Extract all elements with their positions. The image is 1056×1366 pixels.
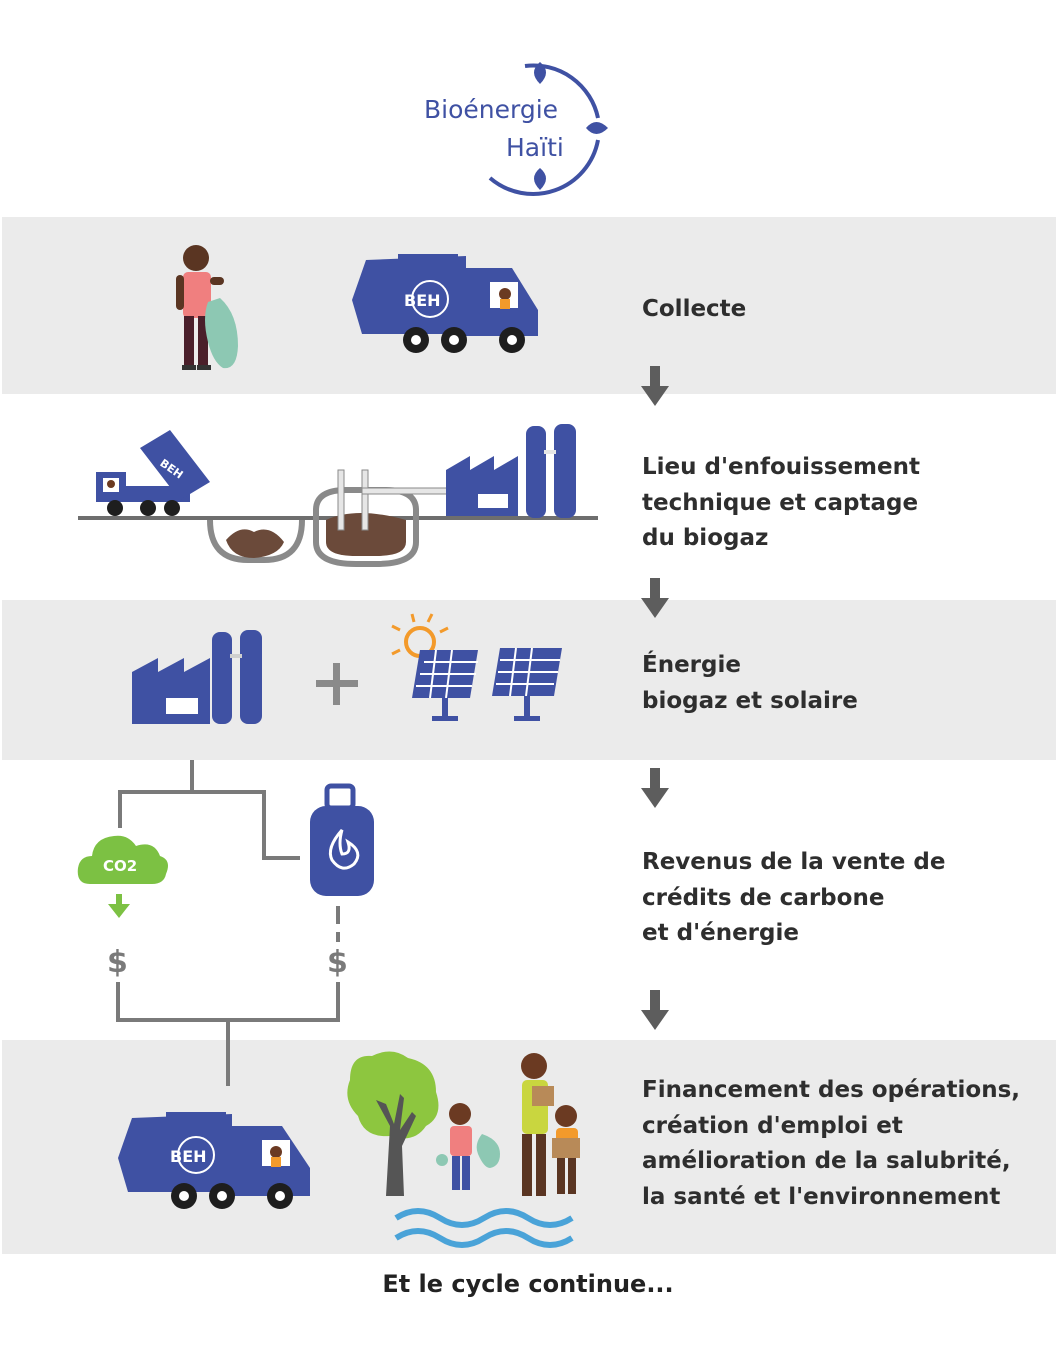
- stage-label-energie: Énergie biogaz et solaire: [642, 652, 858, 714]
- garbage-truck-icon-2: BEH: [118, 1112, 310, 1209]
- plus-icon: [316, 663, 358, 705]
- stage-label-revenus: Revenus de la vente de crédits de carbon…: [642, 849, 946, 946]
- gas-cylinder-icon: [310, 783, 374, 896]
- truck-badge-text: BEH: [404, 291, 441, 310]
- down-arrow-icon-2: [641, 578, 669, 618]
- stage-label-enfouissement: Lieu d'enfouissement technique et captag…: [642, 454, 920, 551]
- co2-label: CO2: [103, 857, 137, 875]
- child-with-box-icon: [552, 1105, 580, 1194]
- footer-caption: Et le cycle continue...: [382, 1270, 674, 1298]
- stage-label-financement: Financement des opérations, création d'e…: [642, 1077, 1021, 1210]
- bioenergie-haiti-logo: Bioénergie Haïti: [424, 62, 608, 197]
- revenus-illustration: CO2 $ $: [77, 760, 374, 1086]
- dump-truck-icon: BEH: [96, 430, 210, 516]
- collecte-illustration: BEH: [176, 245, 538, 370]
- tree-icon: [347, 1051, 439, 1196]
- children-icon: [436, 1103, 500, 1190]
- dollar-icon-2: $: [327, 945, 348, 980]
- down-arrow-icon-1: [641, 366, 669, 406]
- down-arrow-icon-4: [641, 990, 669, 1030]
- landfill-pit-icon: [207, 469, 453, 567]
- dollar-icon: $: [107, 945, 128, 980]
- co2-cloud-icon: CO2: [77, 835, 168, 918]
- stage-label-collecte: Collecte: [642, 296, 747, 322]
- water-waves-icon: [394, 1208, 574, 1248]
- logo-line-2: Haïti: [506, 133, 564, 162]
- garbage-truck-icon: BEH: [352, 254, 538, 353]
- biogas-plant-icon: [446, 424, 576, 518]
- landfill-illustration: BEH: [78, 424, 598, 567]
- financement-illustration: BEH: [118, 1051, 580, 1248]
- truck-badge-text-2: BEH: [170, 1147, 207, 1166]
- solar-panel-icon: [412, 649, 478, 721]
- energie-illustration: [132, 613, 562, 724]
- person-with-bag-icon: [176, 245, 238, 370]
- down-arrow-icon-3: [641, 768, 669, 808]
- logo-line-1: Bioénergie: [424, 95, 558, 124]
- woman-icon: [521, 1053, 554, 1196]
- solar-panel-icon-2: [492, 647, 562, 721]
- power-plant-icon: [132, 630, 262, 724]
